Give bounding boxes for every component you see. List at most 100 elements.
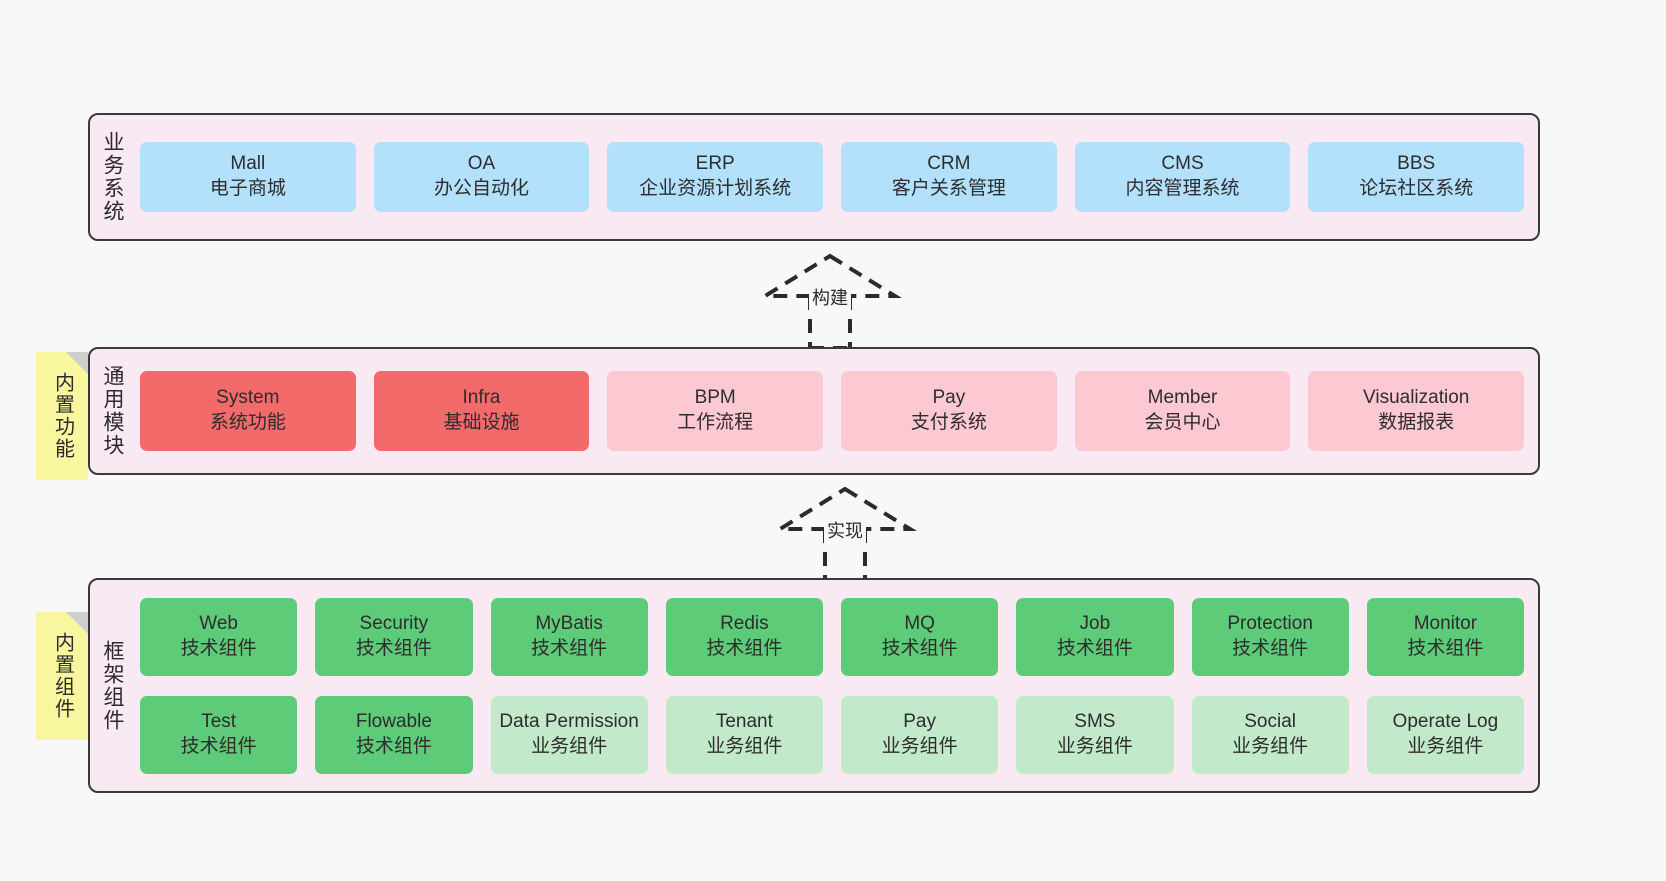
- node-subtitle: 客户关系管理: [891, 178, 1006, 199]
- node-title: Web: [199, 612, 238, 634]
- node-test[interactable]: Test 技术组件: [140, 695, 298, 774]
- node-title: SMS: [1074, 710, 1116, 732]
- node-subtitle: 技术组件: [180, 637, 257, 659]
- node-subtitle: 技术组件: [180, 735, 257, 757]
- arrow-realize: 实现: [750, 483, 940, 583]
- node-job[interactable]: Job 技术组件: [1016, 597, 1174, 676]
- note-label: 内置组件: [51, 632, 74, 720]
- node-subtitle: 数据报表: [1378, 412, 1455, 433]
- layer-body-framework-components: Web 技术组件 Security 技术组件 MyBatis 技术组件 Redi…: [134, 580, 1538, 791]
- layer-framework-components: 框架组件 Web 技术组件 Security 技术组件 MyBatis 技术组件…: [88, 578, 1540, 793]
- node-title: MyBatis: [535, 612, 603, 634]
- layer-title-common-modules: 通用模块: [100, 365, 124, 457]
- node-subtitle: 技术组件: [1232, 637, 1309, 659]
- node-title: Job: [1079, 612, 1111, 634]
- node-redis[interactable]: Redis 技术组件: [665, 597, 823, 676]
- note-builtin-components: 内置组件: [36, 612, 88, 740]
- node-title: Tenant: [715, 710, 773, 732]
- node-protection[interactable]: Protection 技术组件: [1191, 597, 1349, 676]
- node-title: Social: [1244, 710, 1296, 732]
- node-subtitle: 工作流程: [677, 412, 754, 433]
- node-title: Monitor: [1413, 612, 1478, 634]
- node-system[interactable]: System 系统功能: [140, 371, 356, 451]
- node-subtitle: 论坛社区系统: [1359, 178, 1474, 199]
- node-title: Protection: [1227, 612, 1313, 634]
- node-subtitle: 业务组件: [531, 735, 608, 757]
- node-tenant[interactable]: Tenant 业务组件: [665, 695, 823, 774]
- node-title: Flowable: [355, 710, 432, 732]
- node-data-permission[interactable]: Data Permission 业务组件: [490, 695, 648, 774]
- node-subtitle: 业务组件: [1056, 735, 1133, 757]
- node-web[interactable]: Web 技术组件: [140, 597, 298, 676]
- layer-title-framework-components: 框架组件: [100, 639, 124, 732]
- node-operate-log[interactable]: Operate Log 业务组件: [1366, 695, 1524, 774]
- node-subtitle: 内容管理系统: [1125, 178, 1240, 199]
- node-title: Pay: [932, 387, 966, 409]
- node-subtitle: 业务组件: [706, 735, 783, 757]
- arrow-label: 构建: [809, 284, 851, 310]
- node-pay-business[interactable]: Pay 业务组件: [841, 695, 999, 774]
- node-pay[interactable]: Pay 支付系统: [841, 371, 1057, 451]
- node-title: CRM: [927, 153, 971, 175]
- node-title: Pay: [903, 710, 936, 732]
- node-sms[interactable]: SMS 业务组件: [1016, 695, 1174, 774]
- node-subtitle: 技术组件: [355, 735, 432, 757]
- node-subtitle: 企业资源计划系统: [639, 178, 792, 199]
- layer-title-business-system: 业务系统: [100, 131, 124, 223]
- layer-row: Test 技术组件 Flowable 技术组件 Data Permission …: [140, 695, 1524, 774]
- node-security[interactable]: Security 技术组件: [315, 597, 473, 676]
- node-title: Infra: [462, 387, 501, 409]
- node-title: Member: [1147, 387, 1218, 409]
- node-title: Data Permission: [499, 710, 639, 732]
- node-title: System: [216, 387, 280, 409]
- node-subtitle: 技术组件: [881, 637, 958, 659]
- node-subtitle: 技术组件: [531, 637, 608, 659]
- node-title: Operate Log: [1392, 710, 1499, 732]
- node-subtitle: 技术组件: [355, 637, 432, 659]
- note-builtin-features: 内置功能: [36, 352, 88, 480]
- node-title: MQ: [904, 612, 935, 634]
- node-visualization[interactable]: Visualization 数据报表: [1308, 371, 1525, 451]
- layer-business-system: 业务系统 Mall 电子商城 OA 办公自动化 ERP 企业资源计划系统 CRM…: [88, 113, 1540, 241]
- node-title: BBS: [1397, 153, 1436, 175]
- node-infra[interactable]: Infra 基础设施: [373, 371, 590, 451]
- node-title: CMS: [1161, 153, 1204, 175]
- node-bbs[interactable]: BBS 论坛社区系统: [1308, 142, 1525, 212]
- node-subtitle: 电子商城: [209, 178, 286, 199]
- node-erp[interactable]: ERP 企业资源计划系统: [607, 142, 824, 212]
- node-member[interactable]: Member 会员中心: [1074, 371, 1291, 451]
- node-monitor[interactable]: Monitor 技术组件: [1366, 597, 1524, 676]
- node-title: ERP: [695, 153, 735, 175]
- node-title: Security: [359, 612, 429, 634]
- node-title: Redis: [720, 612, 769, 634]
- node-title: Test: [201, 710, 237, 732]
- node-bpm[interactable]: BPM 工作流程: [607, 371, 824, 451]
- node-subtitle: 技术组件: [1407, 637, 1484, 659]
- node-crm[interactable]: CRM 客户关系管理: [841, 142, 1057, 212]
- node-subtitle: 会员中心: [1144, 412, 1221, 433]
- layer-common-modules: 通用模块 System 系统功能 Infra 基础设施 BPM 工作流程 Pay…: [88, 347, 1540, 475]
- node-subtitle: 系统功能: [209, 412, 286, 433]
- node-subtitle: 业务组件: [1407, 735, 1484, 757]
- node-mq[interactable]: MQ 技术组件: [841, 597, 999, 676]
- layer-row: Mall 电子商城 OA 办公自动化 ERP 企业资源计划系统 CRM 客户关系…: [140, 142, 1525, 212]
- node-oa[interactable]: OA 办公自动化: [373, 142, 590, 212]
- arrow-build: 构建: [735, 250, 925, 350]
- node-title: Mall: [230, 153, 266, 175]
- node-social[interactable]: Social 业务组件: [1191, 695, 1349, 774]
- layer-body-business-system: Mall 电子商城 OA 办公自动化 ERP 企业资源计划系统 CRM 客户关系…: [134, 115, 1538, 239]
- layer-row: Web 技术组件 Security 技术组件 MyBatis 技术组件 Redi…: [140, 597, 1524, 676]
- node-cms[interactable]: CMS 内容管理系统: [1074, 142, 1291, 212]
- note-label: 内置功能: [51, 372, 74, 460]
- node-subtitle: 办公自动化: [434, 178, 530, 199]
- node-subtitle: 支付系统: [910, 412, 987, 433]
- layer-body-common-modules: System 系统功能 Infra 基础设施 BPM 工作流程 Pay 支付系统…: [134, 349, 1538, 473]
- node-subtitle: 基础设施: [443, 412, 520, 433]
- node-subtitle: 技术组件: [1056, 637, 1133, 659]
- node-mall[interactable]: Mall 电子商城: [140, 142, 356, 212]
- node-subtitle: 业务组件: [1232, 735, 1309, 757]
- node-subtitle: 业务组件: [881, 735, 958, 757]
- node-mybatis[interactable]: MyBatis 技术组件: [490, 597, 648, 676]
- node-flowable[interactable]: Flowable 技术组件: [315, 695, 473, 774]
